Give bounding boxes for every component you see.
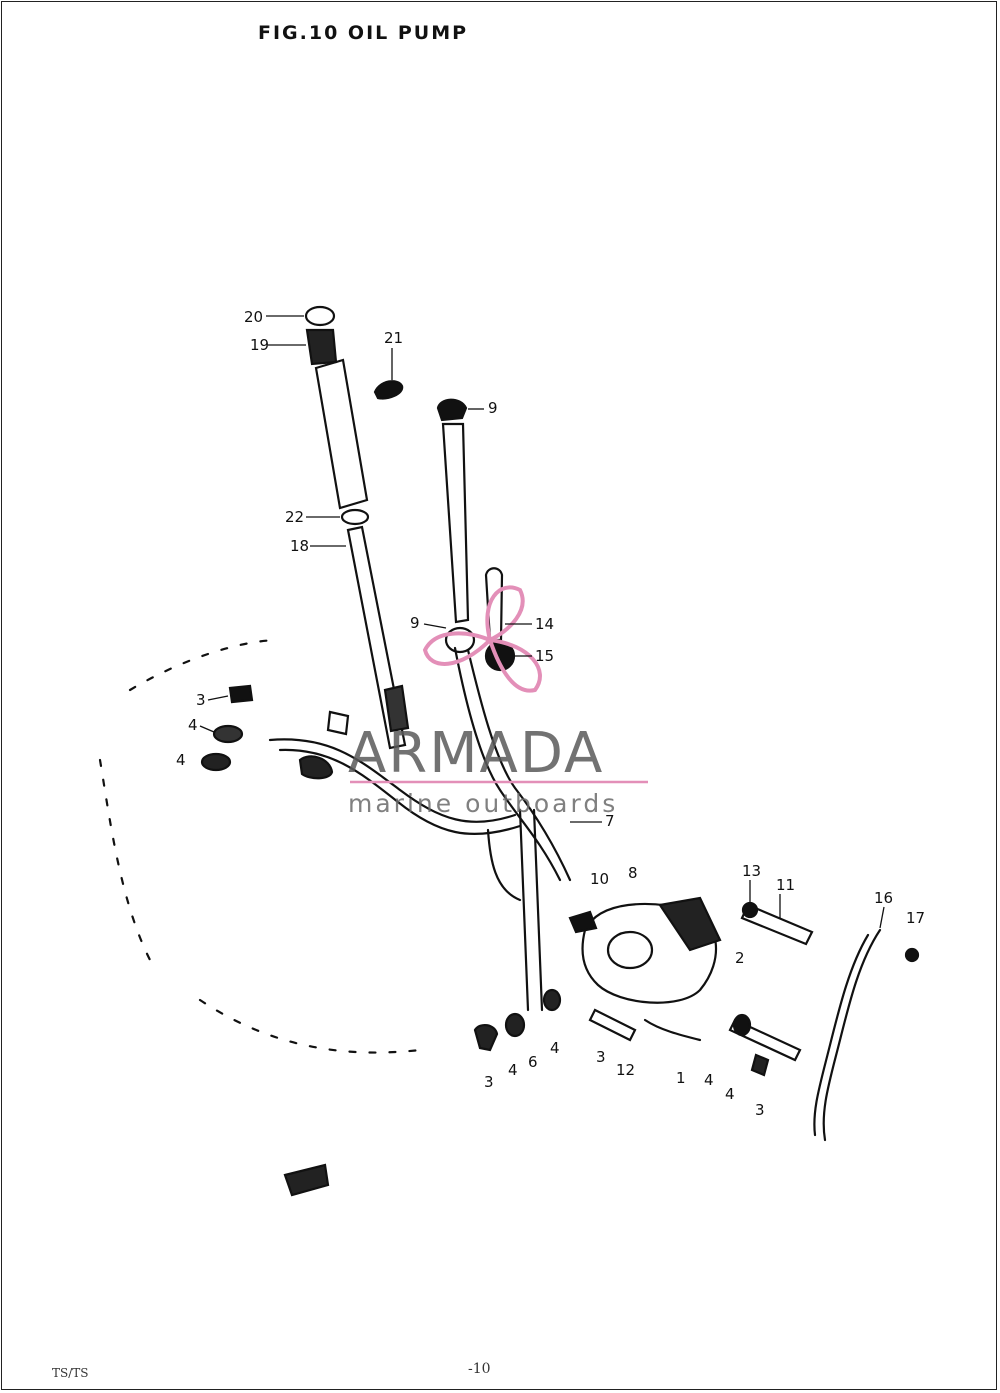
callout-6: 6 xyxy=(528,1053,538,1071)
callout-11: 11 xyxy=(776,876,795,894)
part-cap-9 xyxy=(436,398,468,422)
callout-4-right-b: 4 xyxy=(725,1085,735,1103)
part-pipe-down-b xyxy=(532,808,544,1012)
callout-3-lower: 3 xyxy=(484,1073,494,1091)
part-washer-4-left-b xyxy=(200,752,232,772)
callout-15: 15 xyxy=(535,647,554,665)
part-bolt-12 xyxy=(588,1008,637,1042)
part-washer-right xyxy=(732,1013,752,1037)
engine-block-outline xyxy=(98,638,422,1054)
callout-19: 19 xyxy=(250,336,269,354)
callout-7: 7 xyxy=(605,812,615,830)
part-fitting-10 xyxy=(568,910,598,934)
part-tube-upper xyxy=(314,358,369,510)
callout-18: 18 xyxy=(290,537,309,555)
callout-8: 8 xyxy=(628,864,638,882)
part-hose-fitting xyxy=(383,684,410,733)
part-pump-head xyxy=(658,896,722,952)
part-hose-18 xyxy=(346,525,407,750)
callout-13: 13 xyxy=(742,862,761,880)
part-fitting-upper xyxy=(326,710,350,736)
callout-4-left: 4 xyxy=(188,716,198,734)
callout-4-left-b: 4 xyxy=(176,751,186,769)
callout-21: 21 xyxy=(384,329,403,347)
callout-3-mid: 3 xyxy=(596,1048,606,1066)
part-pipe-b xyxy=(466,648,572,882)
part-bolt-3-lower xyxy=(473,1024,499,1052)
part-bolt-3-left xyxy=(228,684,254,704)
propeller-logo xyxy=(422,585,542,693)
callout-10: 10 xyxy=(590,870,609,888)
part-bolt-3-right xyxy=(750,1053,770,1077)
armada-watermark: ARMADA marine outboards xyxy=(348,585,648,818)
part-bolt-13 xyxy=(741,901,759,919)
part-pipe-c xyxy=(268,738,517,823)
part-ring-9 xyxy=(444,626,476,654)
part-bracket-1 xyxy=(643,1018,702,1042)
callout-20: 20 xyxy=(244,308,263,326)
page-number: -10 xyxy=(468,1361,491,1377)
callout-2: 2 xyxy=(735,949,745,967)
part-cable-16b xyxy=(813,933,870,1137)
part-pipe-a xyxy=(453,646,562,882)
part-pipe-loop xyxy=(486,828,522,902)
part-washer-4-lower xyxy=(504,1012,526,1038)
leader-lines xyxy=(199,315,885,929)
part-pump-body-8 xyxy=(581,902,718,1004)
callout-14: 14 xyxy=(535,615,554,633)
part-bolt-21 xyxy=(373,380,404,400)
callout-4-lower: 4 xyxy=(508,1061,518,1079)
callout-9-top: 9 xyxy=(488,399,498,417)
part-filler-neck-19 xyxy=(305,328,338,366)
part-cap-20 xyxy=(304,305,336,327)
part-clip xyxy=(283,1163,330,1197)
callout-12: 12 xyxy=(616,1061,635,1079)
callout-labels: 20 19 21 9 22 18 9 14 15 3 4 4 7 10 8 13… xyxy=(176,308,925,1119)
part-cable-16 xyxy=(822,928,882,1142)
part-pipe-down-a xyxy=(518,808,530,1012)
callout-22: 22 xyxy=(285,508,304,526)
callout-4-lower-b: 4 xyxy=(550,1039,560,1057)
part-bolt-14 xyxy=(484,567,504,642)
part-washer-4-lower-b xyxy=(542,988,562,1012)
callout-1: 1 xyxy=(676,1069,686,1087)
watermark-tagline: marine outboards xyxy=(348,789,618,818)
part-outlines xyxy=(98,305,920,1197)
callout-3-right: 3 xyxy=(755,1101,765,1119)
footer-code: TS/TS xyxy=(52,1366,89,1380)
callout-3-left: 3 xyxy=(196,691,206,709)
callout-17: 17 xyxy=(906,909,925,927)
part-screw-17 xyxy=(904,947,920,963)
part-ring-22 xyxy=(340,508,370,526)
part-pipe-d xyxy=(278,748,522,836)
part-clamp xyxy=(298,755,334,780)
callout-16: 16 xyxy=(874,889,893,907)
part-bolt-right xyxy=(728,1018,802,1062)
watermark-brand: ARMADA xyxy=(348,721,604,786)
callout-9-mid: 9 xyxy=(410,614,420,632)
part-tube-right xyxy=(441,422,470,624)
callout-4-right: 4 xyxy=(704,1071,714,1089)
figure-title: FIG.10 OIL PUMP xyxy=(258,22,469,44)
part-washer-4-left xyxy=(212,724,244,744)
part-pump-port xyxy=(606,930,654,970)
